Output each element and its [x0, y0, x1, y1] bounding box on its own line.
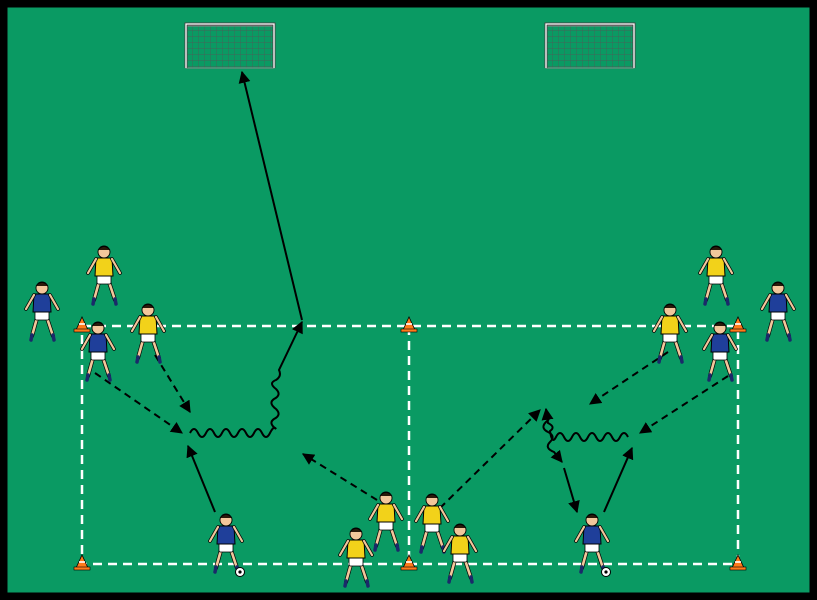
- goal-right: [544, 22, 636, 69]
- cone-top-center: [400, 316, 418, 333]
- player-blue-right-attacker-with-ball: [574, 513, 610, 574]
- dribble-arrow-left: [189, 320, 303, 438]
- player-blue-left-outside: [24, 281, 60, 342]
- pass-arrow-center-left: [301, 453, 378, 501]
- shot-arrow-left: [238, 70, 303, 321]
- player-yellow-center-1: [338, 527, 374, 588]
- player-blue-left-attacker-with-ball: [208, 513, 244, 574]
- run-arrow-left: [186, 444, 216, 513]
- run-arrow-right-up: [603, 446, 634, 513]
- cone-top-left: [73, 316, 91, 333]
- players: [24, 245, 796, 588]
- player-blue-right-cone: [702, 321, 738, 382]
- cone-top-right: [729, 316, 747, 333]
- player-yellow-right-back: [698, 245, 734, 306]
- player-blue-left-cone: [80, 321, 116, 382]
- cone-bottom-left: [73, 554, 91, 571]
- player-yellow-right-cone: [652, 303, 688, 364]
- run-arrow-right-down: [563, 467, 580, 514]
- dribble-arrow-right: [541, 407, 629, 442]
- player-blue-right-attacker-with-ball-ball: [601, 567, 611, 577]
- player-yellow-left-back: [86, 245, 122, 306]
- pass-arrow-right-2: [638, 375, 729, 434]
- pass-arrow-right-1: [589, 351, 669, 405]
- player-yellow-center-4: [442, 523, 478, 584]
- dribble-arrow-right-down: [542, 411, 563, 463]
- player-blue-left-attacker-with-ball-ball: [235, 567, 245, 577]
- cone-bottom-center: [400, 554, 418, 571]
- movement-arrows: [94, 70, 729, 514]
- pass-arrow-left-1: [94, 372, 183, 434]
- player-blue-right-outside: [760, 281, 796, 342]
- player-yellow-left-cone: [130, 303, 166, 364]
- player-yellow-center-3: [414, 493, 450, 554]
- cones: [73, 316, 747, 571]
- cone-bottom-right: [729, 554, 747, 571]
- player-yellow-center-2: [368, 491, 404, 552]
- goal-left: [184, 22, 276, 69]
